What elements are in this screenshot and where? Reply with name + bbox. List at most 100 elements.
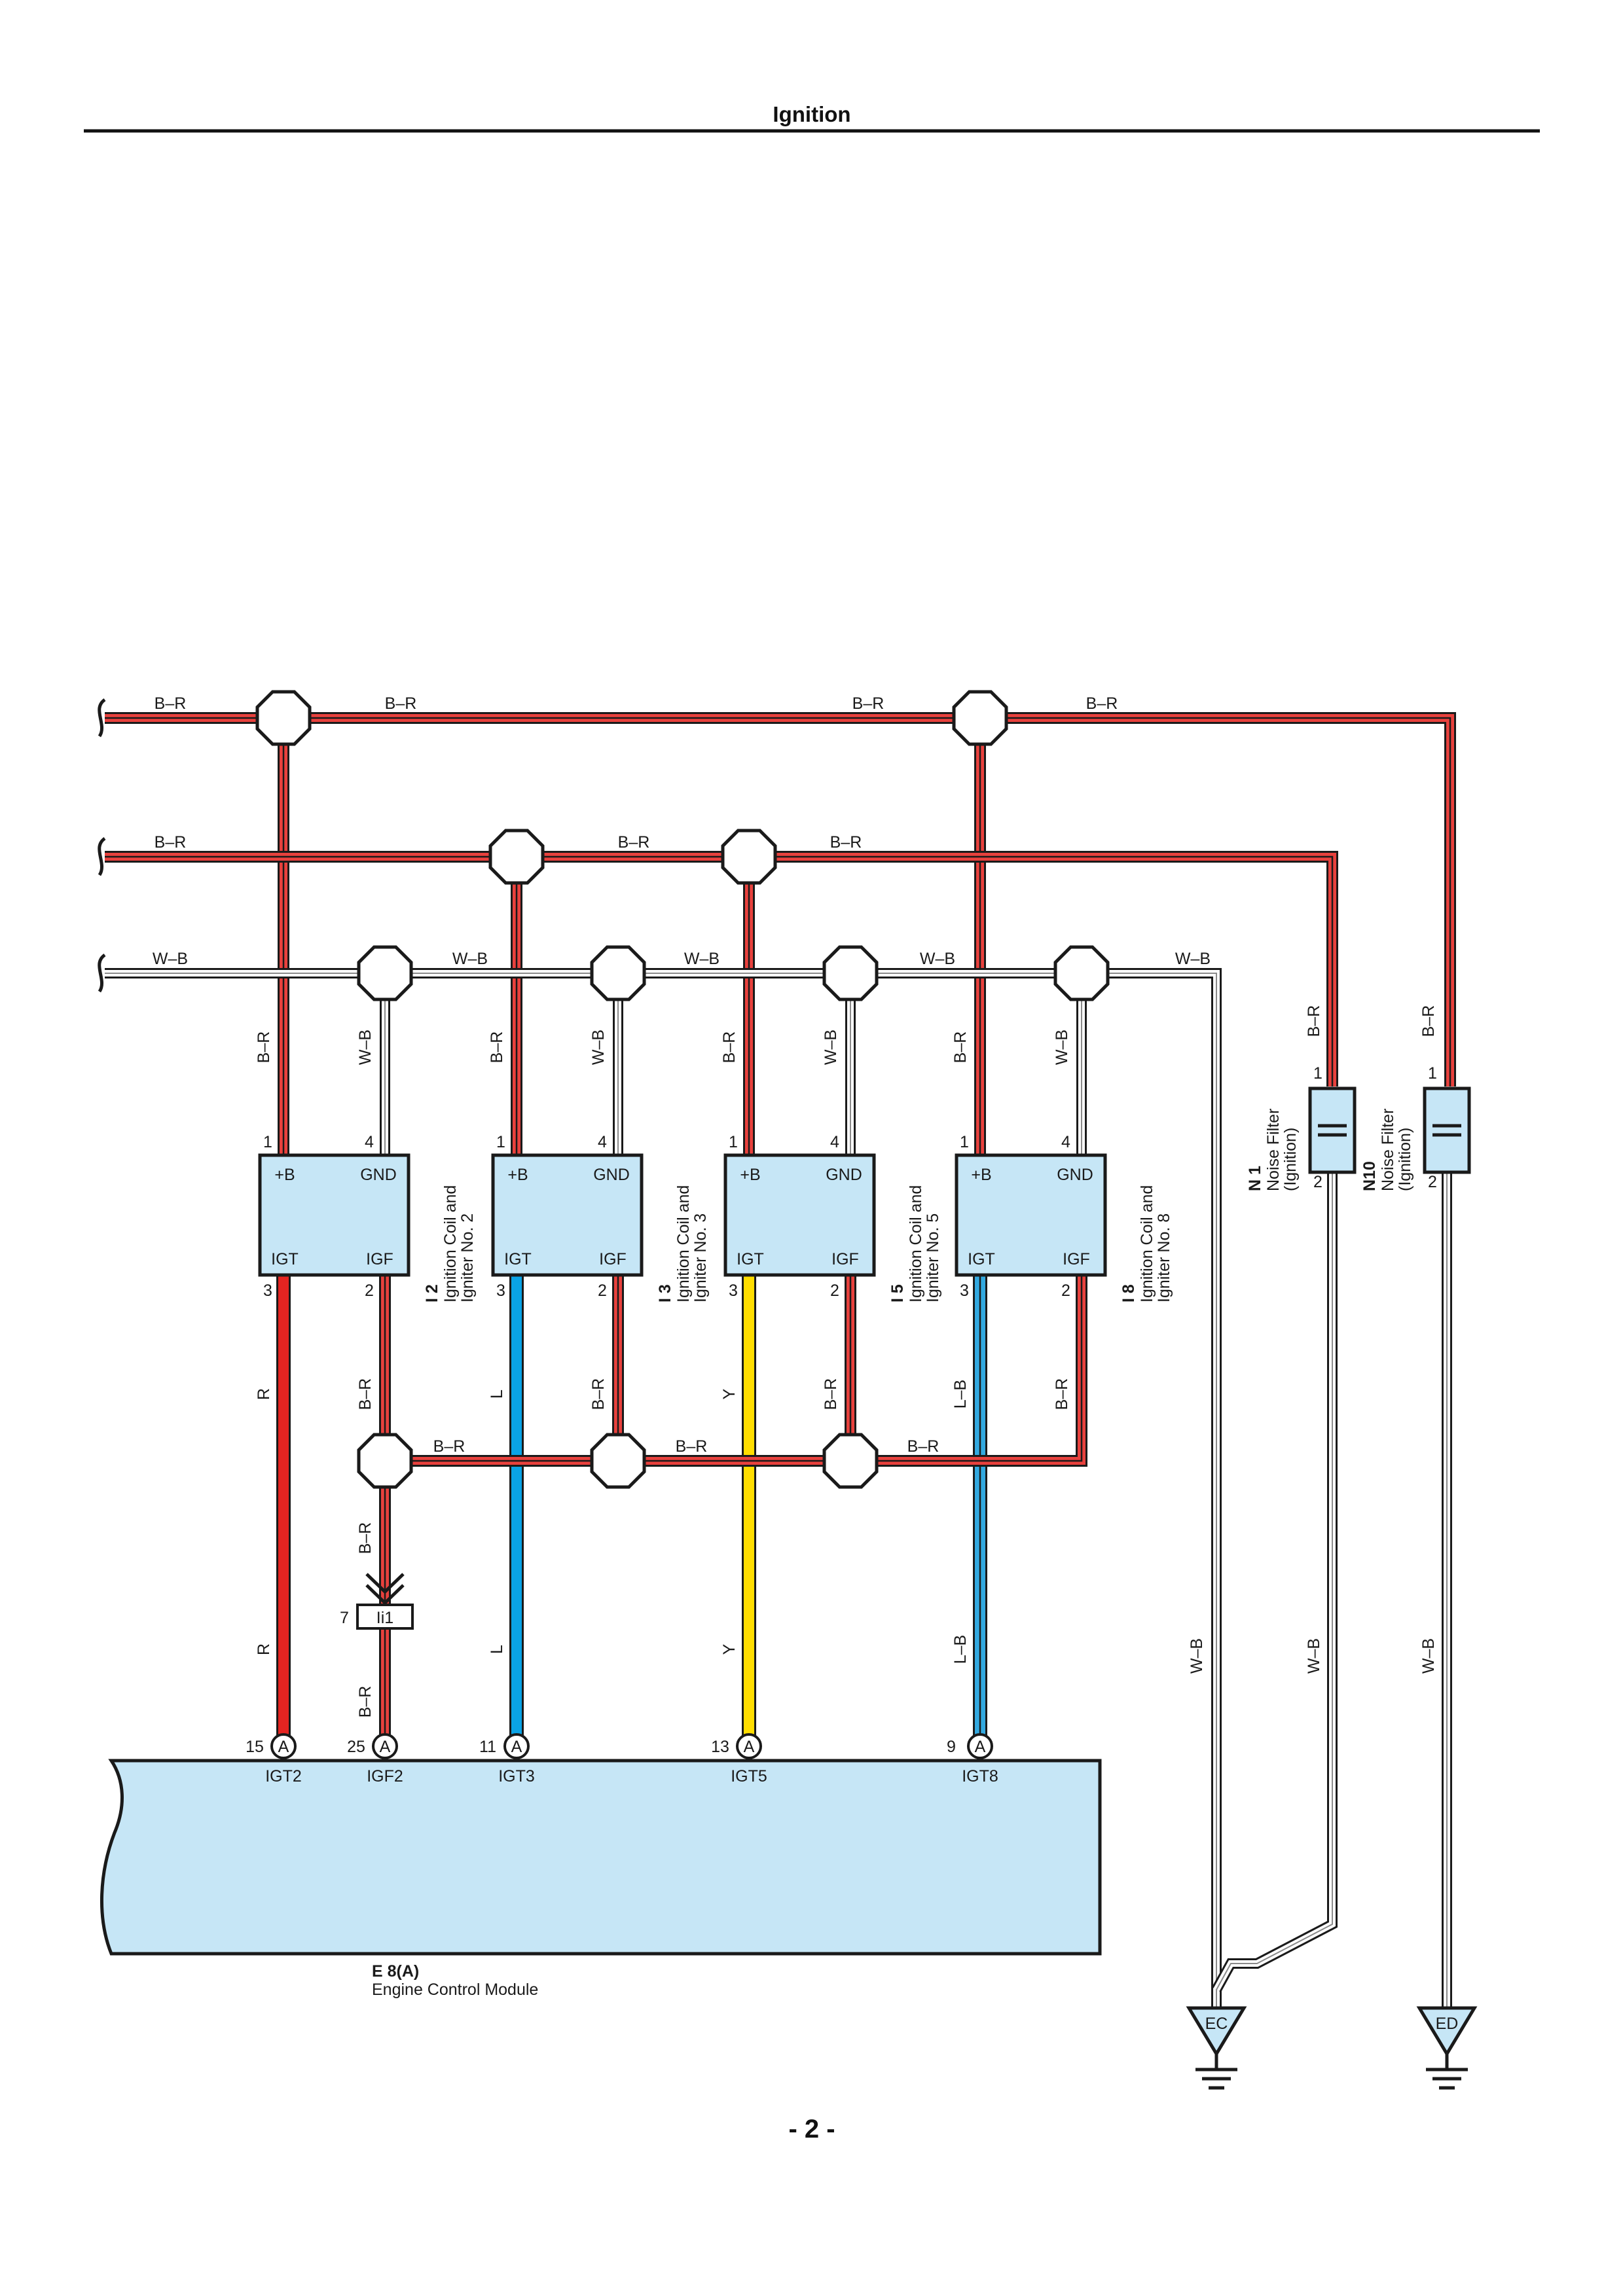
coil-wire-label-igf: B–R [1053,1378,1071,1410]
coil-box-3 [723,1153,876,1277]
ii1-arrow-icon [365,1573,405,1594]
nf-pin-top: 1 [1428,1064,1437,1083]
coil-pin-igt: IGT [737,1250,764,1268]
coil-pinnum-igf: 2 [598,1282,607,1300]
coil-wire-label-igt: Y [720,1388,739,1399]
ecm-pin-number: 15 [246,1738,264,1756]
coil-name-line2: Igniter No. 3 [691,1213,710,1302]
bus-break-0 [98,698,106,738]
nf1-ground-wire-outline [1211,1172,1338,1992]
coil-pin-gnd: GND [1057,1166,1093,1184]
components-layer [98,690,1478,2090]
coil-name-line2: Igniter No. 2 [458,1213,477,1302]
coil-box-4 [955,1153,1107,1277]
coil-pin-igt: IGT [504,1250,532,1268]
ecm-pin-circle [372,1733,398,1759]
coil-name-line1: Ignition Coil and [907,1185,925,1302]
coil-wire-label-gnd: W–B [822,1030,840,1065]
ecm-pin-signal: IGT8 [962,1767,998,1785]
bus2-label-2: B–R [830,833,862,852]
coil-ref: I 8 [1120,1284,1138,1302]
bus1-label-3: B–R [1086,694,1118,713]
ecm-pin-conn: A [511,1738,522,1756]
coil-wire-label-plusB: B–R [720,1031,739,1064]
bus2-label-0: B–R [155,833,187,852]
coil-wire-label-igt: L [488,1390,506,1399]
coil-pin-igt: IGT [968,1250,995,1268]
coil-pinnum-gnd: 4 [598,1133,607,1151]
igf-bus-label-2: B–R [907,1437,939,1456]
ecm-ref: E 8(A) [372,1962,419,1981]
nf1-ground-wire [1213,1172,1336,1992]
nf-name-line1: Noise Filter [1264,1109,1283,1191]
coil-pinnum-igt: 3 [263,1282,272,1300]
bus1-splice-1 [952,690,1008,746]
coil-wire-label-plusB: B–R [255,1031,273,1064]
bus2-splice-0 [488,829,545,885]
bus1-label-0: B–R [155,694,187,713]
bus3-label-0: W–B [153,950,188,968]
coil-wire-label-igt: L–B [951,1380,970,1408]
coil-name-line2: Igniter No. 8 [1155,1213,1173,1302]
coil-wire-label-gnd: W–B [356,1030,374,1065]
ecm-pin-conn: A [744,1738,755,1756]
bus3-label-1: W–B [452,950,488,968]
coil-pinnum-plusB: 1 [960,1133,969,1151]
bus3-splice-0 [357,945,413,1001]
igf-bus-label-0: B–R [433,1437,465,1456]
ecm-pin-signal: IGT3 [498,1767,535,1785]
bus3-splice-2 [822,945,879,1001]
igf-down-label-upper: B–R [356,1522,374,1554]
coil-name-line1: Ignition Coil and [441,1185,460,1302]
igf-bus-splice-0 [357,1433,413,1489]
coil-pin-plusB: +B [507,1166,528,1184]
coil-pin-plusB: +B [971,1166,991,1184]
ecm-pin-conn: A [380,1738,391,1756]
ground-triangle-icon [1416,2006,1478,2057]
nf-ref: N 1 [1246,1166,1264,1191]
igt-lower-label-0: R [255,1643,273,1655]
bus3-label-3: W–B [920,950,955,968]
bus2-splice-1 [721,829,777,885]
ecm-pin-number: 9 [947,1738,956,1756]
igf-bus-splice-2 [822,1433,879,1489]
nf1-ground-wire-tracer [1216,1172,1333,1990]
bus3-splice-3 [1053,945,1110,1001]
coil-pin-igf: IGF [366,1250,393,1268]
coil-pinnum-igf: 2 [830,1282,839,1300]
nf-pin-bottom: 2 [1428,1173,1437,1191]
coil-pinnum-plusB: 1 [263,1133,272,1151]
igt-lower-label-1: L [488,1645,506,1654]
igf-bus-label-1: B–R [676,1437,708,1456]
coil-wire-label-igt: R [255,1388,273,1400]
nf-ref: N10 [1360,1161,1379,1191]
page-number: - 2 - [788,2115,835,2144]
bus2-label-1: B–R [618,833,650,852]
ii1-arrow-icon-2 [365,1584,405,1605]
igf-down-label-lower: B–R [356,1686,374,1718]
ecm-pin-circle [967,1733,993,1759]
nf-pin-top: 1 [1313,1064,1322,1083]
ground-label: ED [1436,2015,1459,2033]
bus3-splice-1 [590,945,646,1001]
nf-name-line1: Noise Filter [1379,1109,1397,1191]
ecm-pin-circle [503,1733,530,1759]
ec-wire-label: W–B [1188,1638,1206,1674]
ecm-pin-conn: A [278,1738,289,1756]
nf-wire-top-label: B–R [1305,1005,1323,1037]
coil-wire-label-igf: B–R [589,1378,608,1410]
ecm-pin-conn: A [975,1738,986,1756]
coil-pin-plusB: +B [274,1166,295,1184]
ecm-pin-signal: IGT2 [265,1767,302,1785]
coil-pin-gnd: GND [360,1166,397,1184]
ecm-pin-circle [736,1733,762,1759]
ecm-pin-number: 11 [479,1738,496,1756]
ecm-pin-signal: IGF2 [367,1767,403,1785]
coil-pinnum-gnd: 4 [365,1133,374,1151]
coil-box-2 [491,1153,644,1277]
coil-ref: I 2 [423,1284,441,1302]
page-title: Ignition [773,102,850,126]
coil-wire-label-gnd: W–B [589,1030,608,1065]
bus1-wire [105,714,1454,1086]
